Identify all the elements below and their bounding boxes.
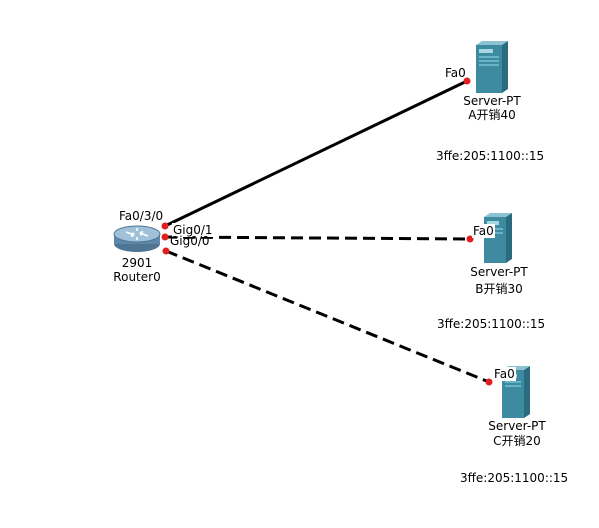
router-port-label-gig01: Gig0/1 — [172, 223, 214, 237]
router-icon — [113, 225, 161, 252]
server-c-port-label: Fa0 — [493, 367, 516, 381]
server-a-name-label: A开销40 — [468, 108, 516, 122]
port-dot-router-gig00 — [162, 247, 170, 255]
server-c-name-label: C开销20 — [493, 434, 541, 448]
server-b-port-label: Fa0 — [472, 224, 495, 238]
port-dot-router-gig01 — [161, 233, 169, 241]
server-b-address-label: 3ffe:205:1100::15 — [437, 317, 546, 331]
server-a-port-label: Fa0 — [445, 66, 466, 80]
router-model-label: 2901 — [121, 256, 153, 270]
server-c-type-label: Server-PT — [488, 419, 546, 433]
server-b-name-label: B开销30 — [475, 282, 523, 296]
port-dot-router-fa030 — [161, 222, 169, 230]
router-name-label: Router0 — [113, 270, 161, 284]
server-a-type-label: Server-PT — [463, 94, 521, 108]
router-port-label-gig00: Gig0/0 — [170, 234, 210, 248]
server-b-device[interactable] — [482, 213, 514, 263]
server-a-device[interactable] — [474, 41, 510, 93]
server-b-type-label: Server-PT — [470, 265, 528, 279]
server-a-address-label: 3ffe:205:1100::15 — [436, 149, 545, 163]
router-port-label-fa030: Fa0/3/0 — [119, 209, 164, 223]
link-router-to-server-c[interactable] — [165, 249, 490, 384]
link-router-to-server-a[interactable] — [164, 79, 468, 228]
server-tower-icon — [484, 213, 512, 263]
link-router-to-server-b[interactable] — [164, 235, 471, 241]
port-dot-server-b — [466, 235, 474, 243]
port-dot-server-a — [463, 77, 471, 85]
server-c-address-label: 3ffe:205:1100::15 — [460, 471, 569, 485]
port-dot-server-c — [485, 378, 493, 386]
server-tower-icon — [476, 41, 508, 93]
router-device[interactable] — [112, 222, 162, 254]
